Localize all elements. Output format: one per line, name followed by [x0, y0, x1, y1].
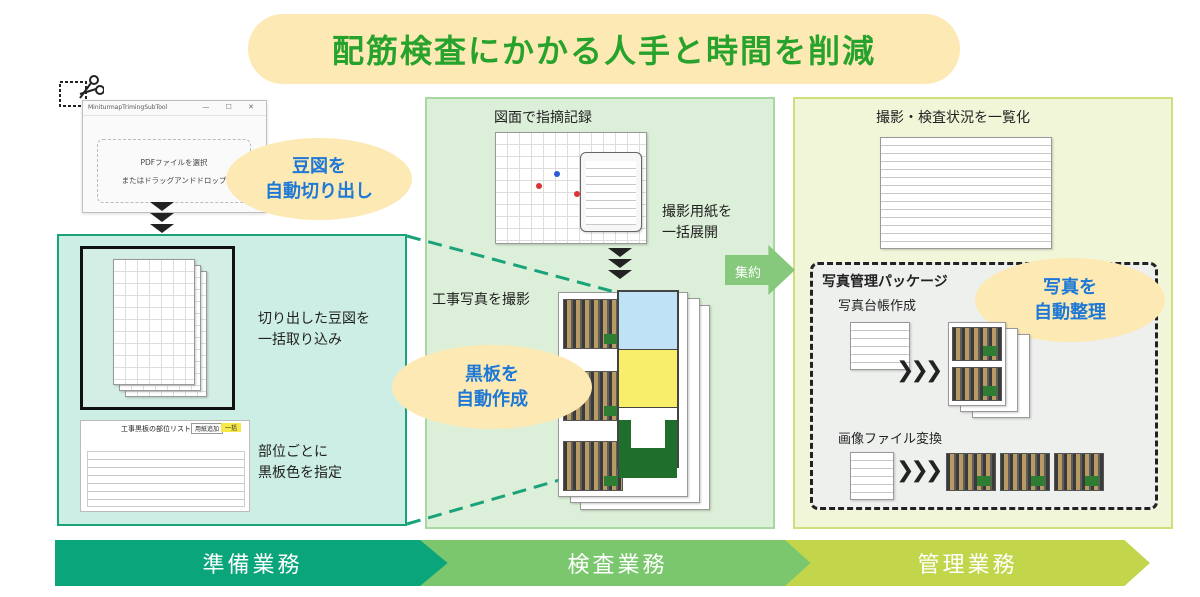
- title-banner: 配筋検査にかかる人手と時間を削減: [248, 14, 960, 84]
- parts-list-rows: [87, 451, 245, 507]
- site-photo: [563, 299, 623, 349]
- ledger-form: [850, 322, 910, 370]
- marker-red: [536, 183, 542, 189]
- auto-board-bubble: 黒板を 自動作成: [392, 345, 592, 429]
- phase-prep-label: 準備業務: [202, 553, 303, 578]
- phone-content: [586, 161, 636, 225]
- phase-management: 管理業務: [785, 540, 1150, 586]
- add-sheet-button[interactable]: 用紙追加: [191, 423, 224, 434]
- right-chevrons-icon: ❯❯❯: [896, 458, 943, 483]
- assign-color-label: 部位ごとに 黒板色を指定: [258, 444, 342, 481]
- phase-inspection-label: 検査業務: [567, 553, 668, 578]
- site-photo: [563, 441, 623, 491]
- phase-management-label: 管理業務: [917, 553, 1018, 578]
- parts-list-form: 工事黒板の部位リスト 用紙追加 一括: [80, 420, 250, 512]
- blackboards-column: [617, 290, 679, 478]
- package-title: 写真管理パッケージ: [822, 274, 948, 290]
- phone-overlay: [580, 152, 642, 232]
- down-chevrons-icon: [608, 248, 632, 281]
- drop-line-1: PDFファイルを選択: [140, 158, 208, 167]
- right-chevrons-icon: ❯❯❯: [896, 358, 943, 383]
- phase-inspection: 検査業務: [420, 540, 815, 586]
- converted-photo: [1054, 453, 1104, 491]
- parts-list-title: 工事黒板の部位リスト: [121, 425, 191, 433]
- aggregate-label: 集約: [735, 266, 762, 281]
- ledger-page: [948, 322, 1006, 406]
- marker-red: [574, 191, 580, 197]
- status-list-document: [880, 137, 1052, 249]
- blackboard-green: [619, 420, 677, 478]
- page-title: 配筋検査にかかる人手と時間を削減: [331, 32, 876, 70]
- blackboard-blue: [619, 292, 677, 350]
- blackboard-green-card: [631, 420, 665, 448]
- mini-drawings-frame: [80, 246, 235, 410]
- down-chevrons-icon: [150, 202, 174, 235]
- take-photos-label: 工事写真を撮影: [432, 292, 530, 308]
- phase-prep: 準備業務: [55, 540, 450, 586]
- blackboard-yellow: [619, 350, 677, 408]
- expand-sheets-label: 撮影用紙を 一括展開: [662, 204, 732, 241]
- ledger-photo: [952, 327, 1002, 361]
- drop-line-2: またはドラッグアンドドロップ: [121, 176, 227, 185]
- converted-photo: [946, 453, 996, 491]
- converted-photo: [1000, 453, 1050, 491]
- bulk-button[interactable]: 一括: [221, 423, 242, 432]
- window-title: MiniturmapTrimingSubTool: [88, 104, 168, 111]
- drawing-record-label: 図面で指摘記録: [494, 110, 592, 126]
- scissors-crop-icon: [59, 75, 104, 107]
- convert-label: 画像ファイル変換: [838, 432, 943, 447]
- ledger-label: 写真台帳作成: [838, 299, 917, 314]
- auto-cut-bubble: 豆図を 自動切り出し: [226, 138, 412, 220]
- convert-form: [850, 452, 894, 500]
- list-status-label: 撮影・検査状況を一覧化: [876, 110, 1030, 126]
- window-controls[interactable]: — ☐ ✕: [202, 103, 261, 111]
- marker-blue: [554, 171, 560, 177]
- bulk-import-label: 切り出した豆図を 一括取り込み: [258, 311, 370, 348]
- ledger-photo: [952, 367, 1002, 401]
- mini-drawing-sheet: [113, 259, 195, 385]
